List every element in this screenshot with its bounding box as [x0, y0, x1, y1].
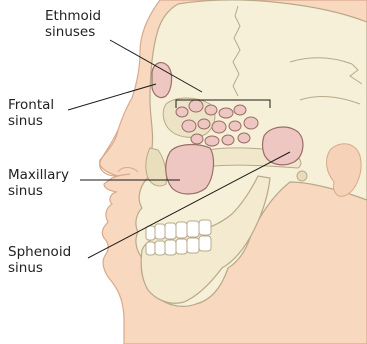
ethmoid-air-cell	[198, 119, 210, 129]
ethmoid-air-cell	[176, 107, 188, 117]
maxillary-label-line1: Maxillary	[8, 167, 69, 183]
maxillary-label-line2: sinus	[8, 183, 69, 199]
ethmoid-air-cell	[205, 105, 217, 115]
maxillary-sinus	[166, 145, 214, 194]
sphenoid-sinus	[263, 127, 303, 165]
frontal-sinus-label: Frontal sinus	[8, 97, 54, 129]
lower-tooth	[176, 239, 187, 254]
ethmoid-air-cell	[234, 105, 246, 115]
ethmoid-label-line2: sinuses	[45, 24, 101, 40]
ethmoid-label-line1: Ethmoid	[45, 8, 101, 24]
frontal-label-line2: sinus	[8, 113, 54, 129]
ethmoid-air-cell	[244, 117, 258, 129]
upper-tooth	[187, 221, 199, 237]
ear-canal	[297, 171, 307, 181]
ethmoid-air-cell	[219, 108, 233, 118]
lower-tooth	[146, 242, 155, 255]
upper-tooth	[165, 223, 176, 239]
upper-tooth	[155, 224, 165, 239]
sphenoid-sinus-label: Sphenoid sinus	[8, 244, 71, 276]
upper-tooth	[176, 222, 187, 238]
lower-tooth	[155, 241, 165, 255]
frontal-label-line1: Frontal	[8, 97, 54, 113]
ethmoid-air-cell	[212, 121, 226, 133]
ethmoid-air-cell	[238, 133, 250, 143]
frontal-sinus	[152, 63, 172, 98]
ethmoid-air-cell	[191, 134, 203, 144]
lower-tooth	[187, 238, 199, 253]
upper-tooth	[146, 226, 155, 240]
maxillary-sinus-label: Maxillary sinus	[8, 167, 69, 199]
lower-tooth	[165, 240, 176, 255]
ethmoid-sinuses-label: Ethmoid sinuses	[45, 8, 101, 40]
upper-tooth	[199, 220, 211, 235]
ethmoid-air-cell	[229, 121, 241, 131]
ethmoid-air-cell	[182, 120, 196, 132]
ethmoid-air-cell	[222, 135, 234, 145]
sphenoid-label-line2: sinus	[8, 260, 71, 276]
ethmoid-air-cell	[189, 100, 203, 112]
ethmoid-air-cell	[205, 136, 219, 146]
sphenoid-label-line1: Sphenoid	[8, 244, 71, 260]
lower-tooth	[199, 236, 211, 251]
